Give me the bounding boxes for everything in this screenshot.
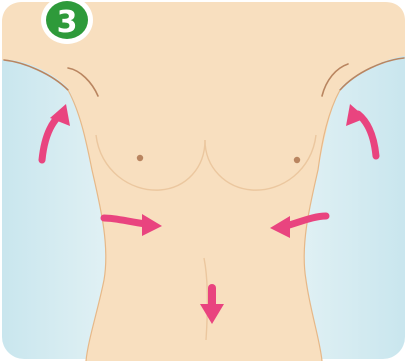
left-nipple — [137, 155, 143, 161]
right-nipple — [294, 157, 300, 163]
step-number: 3 — [40, 4, 94, 42]
